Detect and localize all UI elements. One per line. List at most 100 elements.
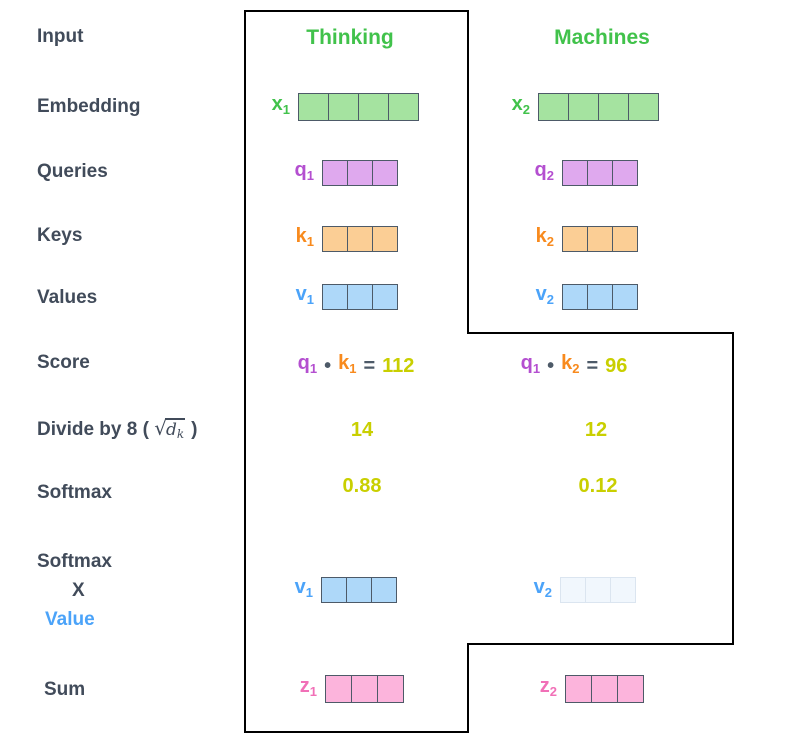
row-label-divide: Divide by 8 ( √dk ) (37, 416, 198, 446)
softmax-x-line2: X (72, 580, 85, 601)
radical-sign: √ (154, 416, 167, 440)
weighted-value-vector-v2-faded: v2 (512, 577, 636, 603)
sum-vector-z2: z2 (517, 675, 644, 703)
vector-cells-q1 (322, 160, 398, 186)
vector-cell (587, 160, 613, 186)
row-label-keys: Keys (37, 225, 83, 246)
vector-cell (628, 93, 659, 121)
query-vector-q1: q1 (274, 160, 398, 186)
vector-cells-weighted-v1 (321, 577, 397, 603)
row-label-queries: Queries (37, 161, 108, 182)
vector-cell (372, 226, 398, 252)
vector-label-k2: k2 (535, 225, 554, 249)
vector-cell (325, 675, 352, 703)
vector-cells-z1 (325, 675, 404, 703)
divide-value-col2: 12 (584, 419, 608, 441)
row-label-values: Values (37, 287, 98, 308)
vector-cell (347, 160, 373, 186)
dot-operator: • (324, 355, 332, 377)
vector-label-z2: z2 (539, 675, 557, 699)
vector-cells-v2 (562, 284, 638, 310)
vector-cell (538, 93, 569, 121)
row-label-softmax: Softmax (37, 482, 112, 503)
vector-cell (560, 577, 586, 603)
score-value-col2: 96 (605, 355, 628, 377)
vector-cell (346, 577, 372, 603)
vector-label-v1: v1 (295, 283, 314, 307)
vector-cell (347, 284, 373, 310)
softmax-value-col1: 0.88 (342, 475, 382, 497)
embedding-vector-x1: x1 (250, 93, 419, 121)
equals-sign: = (586, 355, 599, 377)
column-header-machines: Machines (554, 26, 650, 49)
softmax-x-line1: Softmax (37, 551, 112, 572)
score-equation-col2: q1 • k2 = 96 (521, 352, 628, 380)
vector-cell (372, 160, 398, 186)
row-label-input: Input (37, 26, 84, 47)
vector-cell (562, 226, 588, 252)
value-vector-v1: v1 (274, 284, 398, 310)
row-label-sum: Sum (44, 679, 86, 700)
vector-cell (351, 675, 378, 703)
vector-cell (358, 93, 389, 121)
vector-label-x1: x1 (271, 93, 290, 117)
vector-cell (587, 284, 613, 310)
vector-cell (610, 577, 636, 603)
vector-cell (562, 160, 588, 186)
softmax-value-col2: 0.12 (578, 475, 618, 497)
vector-cells-v1 (322, 284, 398, 310)
row-label-embedding: Embedding (37, 96, 141, 117)
vector-cell (321, 577, 347, 603)
vector-cell (591, 675, 618, 703)
vector-cell (612, 160, 638, 186)
query-vector-q2: q2 (514, 160, 638, 186)
vector-cell (612, 284, 638, 310)
row-label-softmax-x-value: Softmax X Value (37, 547, 112, 634)
vector-cell (322, 284, 348, 310)
score-k1-term: k1 (338, 352, 357, 376)
vector-cells-weighted-v2 (560, 577, 636, 603)
vector-cell (617, 675, 644, 703)
vector-cells-z2 (565, 675, 644, 703)
radicand-dk: dk (164, 418, 186, 441)
vector-label-q2: q2 (534, 159, 554, 183)
vector-cell (568, 93, 599, 121)
vector-cell (562, 284, 588, 310)
vector-cells-q2 (562, 160, 638, 186)
vector-cell (388, 93, 419, 121)
vector-cells-x1 (298, 93, 419, 121)
vector-label-v2: v2 (533, 576, 552, 600)
key-vector-k1: k1 (274, 226, 398, 252)
vector-label-k1: k1 (295, 225, 314, 249)
score-equation-col1: q1 • k1 = 112 (298, 352, 415, 380)
vector-label-x2: x2 (511, 93, 530, 117)
vector-cell (322, 226, 348, 252)
dot-operator: • (547, 355, 555, 377)
row-label-score: Score (37, 352, 90, 373)
score-k2-term: k2 (561, 352, 580, 376)
key-vector-k2: k2 (514, 226, 638, 252)
vector-cell (371, 577, 397, 603)
sum-vector-z1: z1 (277, 675, 404, 703)
vector-cells-k1 (322, 226, 398, 252)
divide-label-text: Divide by 8 ( (37, 419, 149, 440)
softmax-x-line3: Value (45, 609, 95, 630)
sqrt-dk-formula: √dk (154, 416, 191, 441)
vector-cell (328, 93, 359, 121)
value-vector-v2: v2 (514, 284, 638, 310)
weighted-value-vector-v1: v1 (273, 577, 397, 603)
vector-cell (377, 675, 404, 703)
vector-cell (612, 226, 638, 252)
vector-cells-k2 (562, 226, 638, 252)
embedding-vector-x2: x2 (490, 93, 659, 121)
vector-label-v1: v1 (294, 576, 313, 600)
column-header-thinking: Thinking (306, 26, 394, 49)
vector-label-v2: v2 (535, 283, 554, 307)
divide-label-close-paren: ) (191, 419, 198, 440)
vector-cell (322, 160, 348, 186)
score-q1-term: q1 (297, 352, 318, 376)
vector-cell (587, 226, 613, 252)
equals-sign: = (363, 355, 376, 377)
vector-cell (347, 226, 373, 252)
